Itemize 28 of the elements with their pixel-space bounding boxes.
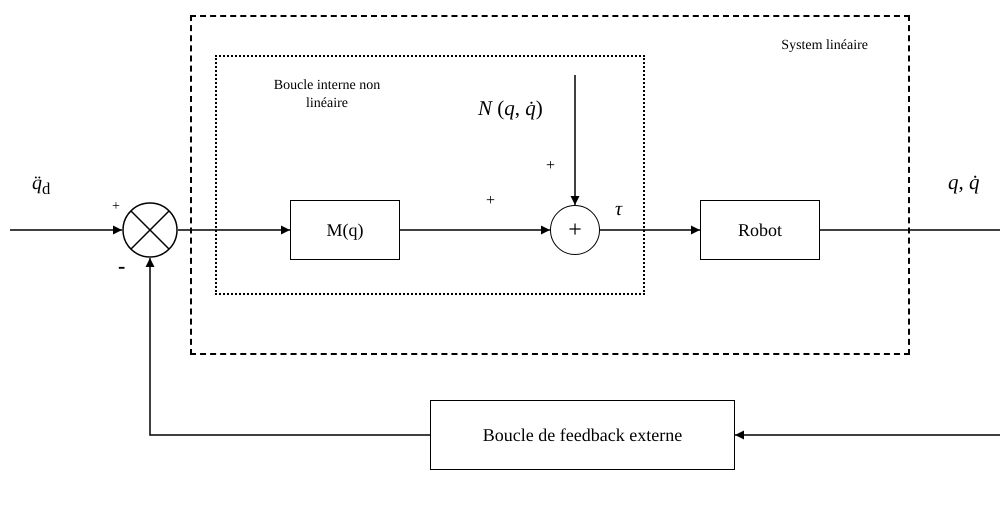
- sign-label: +: [486, 193, 496, 209]
- arrow: [146, 258, 430, 436]
- block-box: [430, 400, 735, 470]
- sign-label: +: [112, 200, 120, 214]
- node-label: Boucle de feedback externe: [482, 424, 682, 446]
- arrow: [570, 75, 580, 205]
- node-label: Robot: [738, 218, 782, 242]
- arrow: [10, 226, 122, 234]
- node-label: +: [568, 216, 582, 245]
- arrow: [600, 226, 700, 234]
- sign-label: -: [118, 255, 126, 277]
- node-label: Boucle interne non linéaire: [272, 77, 382, 112]
- edge-label: N (q, q̇): [478, 96, 543, 121]
- node-label: System linéaire: [781, 37, 868, 54]
- dotted-boundary: [215, 55, 645, 295]
- node-label: M(q): [326, 218, 364, 242]
- edge-label: τ: [615, 198, 622, 221]
- dashed-boundary: [190, 15, 910, 355]
- edge-label: q̈$_{d}$: [32, 172, 50, 199]
- summing-junction: [550, 205, 600, 255]
- arrow: [400, 226, 550, 234]
- sign-label: +: [546, 158, 556, 174]
- block-box: [290, 200, 400, 260]
- arrow: [178, 226, 290, 234]
- arrow: [735, 430, 1000, 440]
- edge-label: q, q̇: [948, 170, 980, 195]
- block-box: [700, 200, 820, 260]
- summing-junction: [122, 202, 178, 258]
